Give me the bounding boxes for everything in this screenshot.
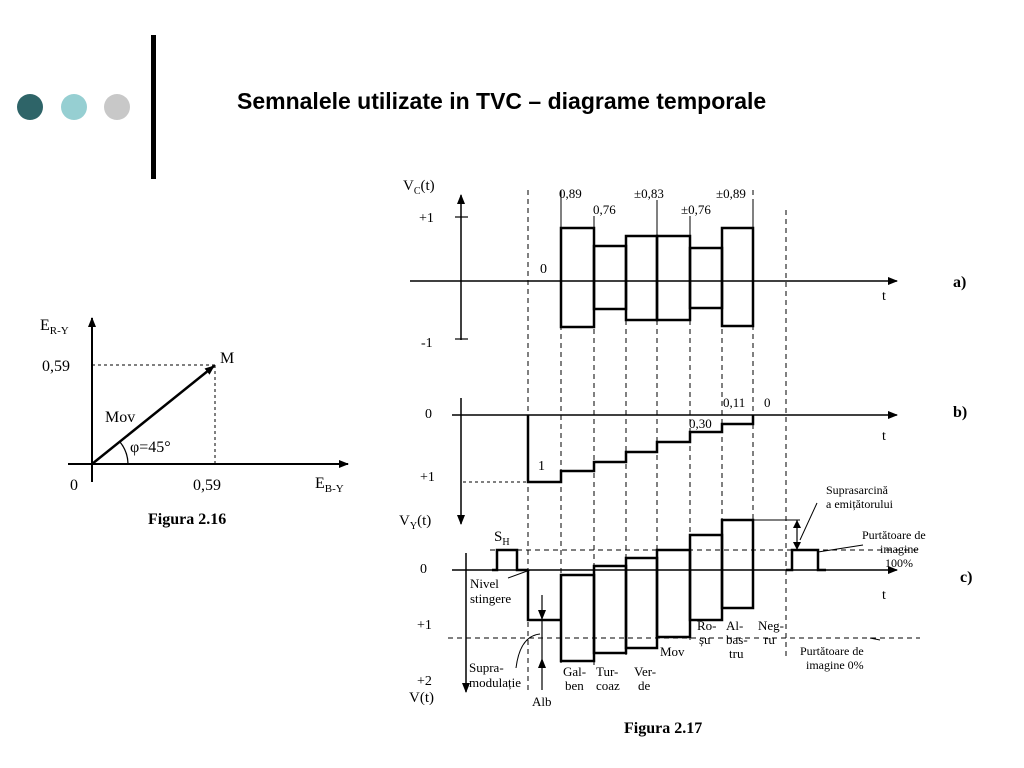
- c-blanking-2: stingere: [470, 591, 511, 606]
- grey-dot: [104, 94, 130, 120]
- fig16-x-axis-label: EB-Y: [315, 475, 344, 495]
- c-white: Alb: [532, 694, 552, 709]
- b-zero: 0: [425, 407, 432, 422]
- fig16-origin: 0: [70, 477, 78, 494]
- c-zero: 0: [420, 562, 427, 577]
- c-carrier100-2: imagine: [880, 542, 919, 556]
- figure-2-17: VC(t) +1 -1 0 t a) 0,89 0,76 ±0,83 ±0,76…: [399, 178, 972, 737]
- c-overmod-1: Supra-: [469, 660, 504, 675]
- b-val-030: 0,30: [689, 416, 712, 431]
- c-sync-label: SH: [494, 529, 510, 548]
- c-negru-1: Neg-: [758, 618, 784, 633]
- dark-teal-dot: [17, 94, 43, 120]
- c-label: c): [960, 569, 972, 586]
- fig16-y-tick: 0,59: [42, 358, 70, 375]
- c-plus1: +1: [417, 618, 432, 633]
- b-plus1: +1: [420, 470, 435, 485]
- slide-title: Semnalele utilizate in TVC – diagrame te…: [237, 88, 767, 114]
- c-blanking-1: Nivel: [470, 576, 499, 591]
- b-t: t: [882, 429, 886, 444]
- fig17-caption: Figura 2.17: [624, 720, 702, 737]
- fig17-c: SH 0 +1 +2 V(t) t c) Nivel stingere Supr…: [409, 483, 972, 709]
- a-val-4: ±0,89: [716, 186, 746, 201]
- c-overmod-2: modulație: [469, 675, 521, 690]
- a-zero: 0: [540, 262, 547, 277]
- c-galben-2: ben: [565, 678, 584, 693]
- fig16-angle-label: φ=45°: [130, 439, 171, 456]
- c-turcoaz-2: coaz: [596, 678, 620, 693]
- b-one: 1: [538, 459, 545, 474]
- b-label: b): [953, 404, 967, 421]
- b-val-011: 0,11: [723, 395, 745, 410]
- a-axis-label: VC(t): [403, 178, 435, 197]
- c-albastru-3: tru: [729, 646, 744, 661]
- a-label: a): [953, 274, 966, 291]
- c-carrier100-3: 100%: [885, 556, 913, 570]
- c-albastru-2: bas-: [726, 632, 748, 647]
- c-negru-2: ru: [764, 632, 775, 647]
- title-divider: [151, 35, 156, 179]
- light-teal-dot: [61, 94, 87, 120]
- a-val-0: 0,89: [559, 186, 582, 201]
- fig16-x-tick: 0,59: [193, 477, 221, 494]
- b-luminance-staircase: [526, 415, 755, 484]
- c-leaders: [507, 502, 881, 669]
- c-t: t: [882, 588, 886, 603]
- c-overload-2: a emițătorului: [826, 497, 894, 511]
- fig16-vector-label: Mov: [105, 409, 135, 426]
- fig16-angle-arc: [119, 441, 129, 465]
- c-rosu-2: șu: [699, 632, 711, 647]
- c-vt: V(t): [409, 690, 434, 706]
- fig16-caption: Figura 2.16: [148, 511, 226, 528]
- b-val-0: 0: [764, 395, 771, 410]
- c-verde-1: Ver-: [634, 664, 656, 679]
- c-overload-1: Suprasarcină: [826, 483, 889, 497]
- c-rosu-1: Ro-: [697, 618, 717, 633]
- c-turcoaz-1: Tur-: [596, 664, 618, 679]
- fig16-y-axis-label: ER-Y: [40, 317, 69, 337]
- c-carrier0-2: imagine 0%: [806, 658, 864, 672]
- c-carrier100-1: Purtătoare de: [862, 528, 926, 542]
- fig16-vector: [91, 365, 215, 465]
- c-mov: Mov: [660, 644, 685, 659]
- a-t: t: [882, 289, 886, 304]
- c-galben-1: Gal-: [563, 664, 586, 679]
- c-video-blocks: [492, 518, 826, 663]
- a-minus1: -1: [421, 336, 433, 351]
- b-axis-label: VY(t): [399, 513, 431, 532]
- c-albastru-1: Al-: [726, 618, 743, 633]
- c-plus2: +2: [417, 674, 432, 689]
- fig16-point-label: M: [220, 350, 234, 367]
- c-carrier0-1: Purtătoare de: [800, 644, 864, 658]
- a-val-3: ±0,76: [681, 202, 711, 217]
- a-val-1: 0,76: [593, 202, 616, 217]
- a-plus1: +1: [419, 211, 434, 226]
- fig17-a: VC(t) +1 -1 0 t a) 0,89 0,76 ±0,83 ±0,76…: [403, 178, 966, 351]
- c-verde-2: de: [638, 678, 651, 693]
- fig17-b: 0 1 +1 t b) 0,30 0,11 0 VY(t): [399, 395, 967, 532]
- a-chroma-blocks: [559, 226, 755, 329]
- figure-2-16: ER-Y EB-Y 0,59 0 0,59 M Mov φ=45° Figura…: [40, 317, 349, 528]
- a-val-2: ±0,83: [634, 186, 664, 201]
